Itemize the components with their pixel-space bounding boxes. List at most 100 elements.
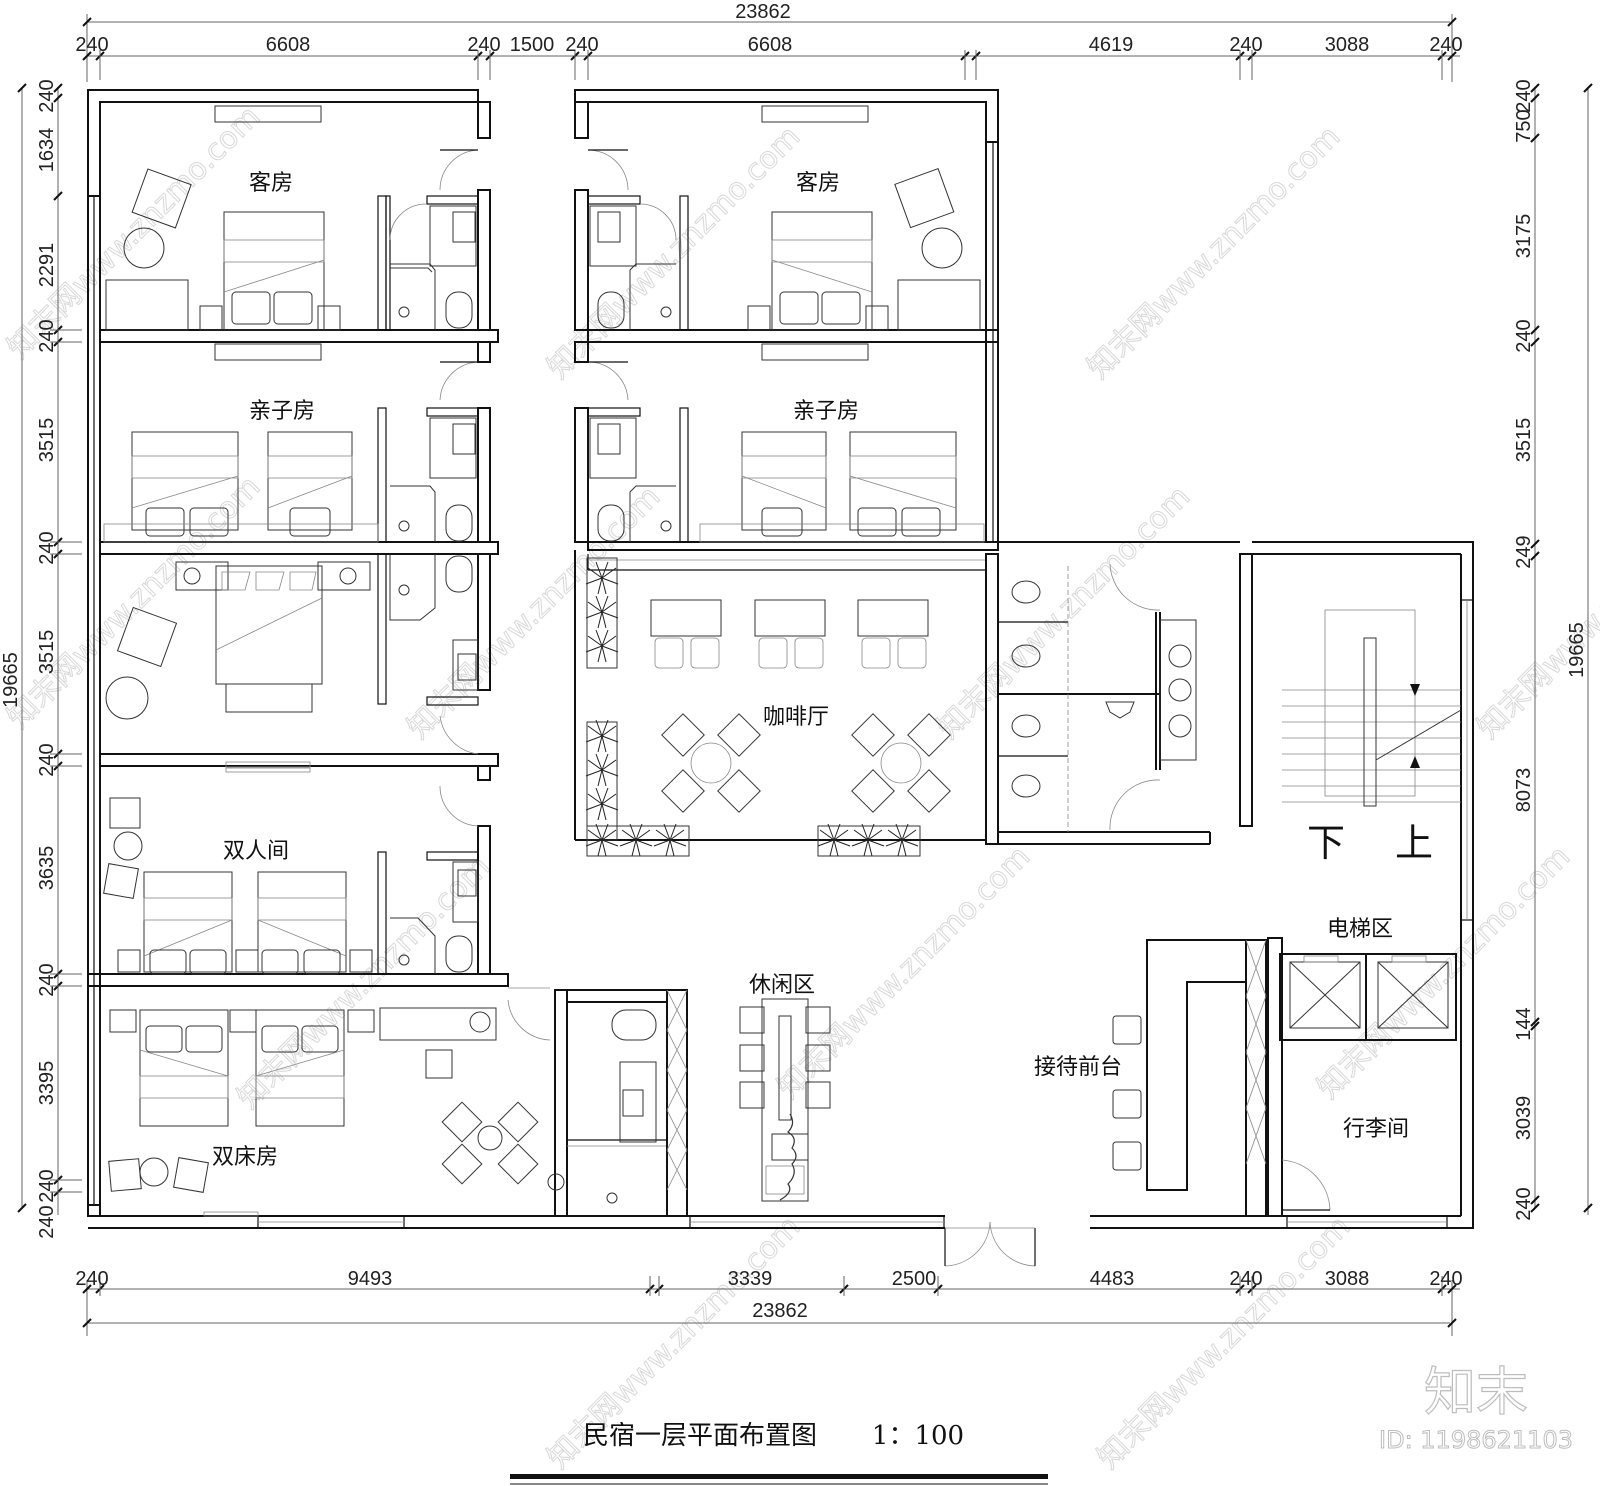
dim-right-2: 3175 xyxy=(1513,214,1535,259)
total-height-right: 19665 xyxy=(1566,622,1588,678)
watermark-text: 知末网www.znzmo.com xyxy=(541,119,807,385)
dim-top-7: 240 xyxy=(1229,34,1262,56)
bed-suite xyxy=(175,561,371,713)
label-luggage-room: 行李间 xyxy=(1343,1117,1409,1142)
label-family-room-right: 亲子房 xyxy=(793,399,859,424)
bottom-dimensions: 240 9493 3339 2500 4483 240 3088 240 238… xyxy=(75,1268,1463,1336)
dim-left-0: 240 xyxy=(36,79,58,112)
dim-top-1: 6608 xyxy=(266,34,311,56)
bathroom-suite xyxy=(377,553,479,706)
lobby-toilet xyxy=(606,1009,657,1204)
dim-right-9: 240 xyxy=(1513,1187,1535,1220)
dim-bottom-1: 9493 xyxy=(348,1268,393,1290)
dim-top-5: 6608 xyxy=(748,34,793,56)
label-guest-room-left: 客房 xyxy=(249,171,293,196)
dim-top-2: 240 xyxy=(467,34,500,56)
dim-left-1: 1634 xyxy=(36,128,58,173)
bathroom-fixtures xyxy=(377,195,689,1204)
label-lounge: 休闲区 xyxy=(749,973,815,998)
top-dimensions: 23862 240 6608 240 1500 240 6608 4619 24… xyxy=(75,1,1463,82)
brand-logo: 知末 xyxy=(1424,1363,1528,1423)
round-table-set xyxy=(851,713,951,813)
dim-top-8: 3088 xyxy=(1325,34,1370,56)
dim-bottom-5: 240 xyxy=(1229,1268,1262,1290)
dim-left-9: 240 xyxy=(36,963,58,996)
dim-left-12: 240 xyxy=(36,1205,58,1238)
planter xyxy=(585,557,921,857)
bathroom-guest-right xyxy=(587,195,689,331)
furniture xyxy=(103,105,985,1217)
beds-family-right xyxy=(699,431,985,543)
bathroom-family-left xyxy=(377,407,479,543)
watermark-text: 知末网www.znzmo.com xyxy=(1081,119,1347,385)
label-stair-up: 上 xyxy=(1395,821,1433,865)
logo-watermark: 知末 ID: 1198621103 xyxy=(1379,1362,1574,1454)
room-labels: 客房 客房 亲子房 亲子房 双人间 双床房 咖啡厅 休闲区 接待前台 电梯区 行… xyxy=(212,171,1433,1170)
dim-right-4: 3515 xyxy=(1513,418,1535,463)
interior-walls xyxy=(87,101,1283,1217)
reception-desk xyxy=(1112,939,1267,1217)
label-family-room-left: 亲子房 xyxy=(249,399,315,424)
dim-left-10: 3395 xyxy=(36,1061,58,1106)
exterior-walls xyxy=(87,89,1474,1229)
sofa xyxy=(105,279,189,331)
bathroom-double xyxy=(377,851,479,975)
dim-bottom-2: 3339 xyxy=(728,1268,773,1290)
dim-right-0: 240 xyxy=(1513,79,1535,112)
lounge-furniture xyxy=(666,989,831,1217)
dim-right-1: 750 xyxy=(1513,109,1535,142)
beds-double-room xyxy=(117,871,373,975)
dim-right-5: 249 xyxy=(1513,535,1535,568)
left-dimensions: 19665 240 1634 2291 240 3515 240 3515 24… xyxy=(0,79,82,1239)
dim-left-2: 2291 xyxy=(36,243,58,288)
total-width-bottom: 23862 xyxy=(752,1300,808,1322)
watermark-text: 知末网www.znzmo.com xyxy=(401,479,667,745)
dim-left-4: 3515 xyxy=(36,418,58,463)
dim-right-8: 3039 xyxy=(1513,1096,1535,1141)
label-reception: 接待前台 xyxy=(1034,1055,1122,1080)
watermark-text: 知末网www.znzmo.com xyxy=(931,479,1197,745)
dining-set-twin-room xyxy=(441,1101,565,1191)
dim-top-6: 4619 xyxy=(1089,34,1134,56)
bonsai-icon xyxy=(779,1113,797,1201)
dim-bottom-4: 4483 xyxy=(1090,1268,1135,1290)
dim-bottom-3: 2500 xyxy=(892,1268,937,1290)
dim-top-4: 240 xyxy=(565,34,598,56)
title-underline xyxy=(510,1474,1048,1479)
bed-guest-right xyxy=(747,211,889,331)
dim-bottom-0: 240 xyxy=(75,1268,108,1290)
beds-family-left xyxy=(103,431,379,543)
dim-bottom-6: 3088 xyxy=(1325,1268,1370,1290)
label-cafe: 咖啡厅 xyxy=(763,705,829,730)
dim-top-0: 240 xyxy=(75,34,108,56)
total-height-left: 19665 xyxy=(0,652,22,708)
dim-left-6: 3515 xyxy=(36,630,58,675)
label-stair-down: 下 xyxy=(1307,821,1345,865)
dim-left-8: 3635 xyxy=(36,846,58,891)
drawing-scale: 1：100 xyxy=(872,1421,964,1451)
elevators xyxy=(1279,953,1457,1041)
dim-left-5: 240 xyxy=(36,531,58,564)
bathroom-guest-left xyxy=(377,195,479,331)
right-dimensions: 19665 240 750 3175 240 3515 249 8073 144… xyxy=(1513,79,1593,1221)
drawing-title-block: 民宿一层平面布置图 1：100 xyxy=(510,1421,1048,1485)
bathroom-family-right xyxy=(587,407,689,543)
dim-right-6: 8073 xyxy=(1513,768,1535,813)
total-width-top: 23862 xyxy=(735,1,791,23)
image-id: ID: 1198621103 xyxy=(1379,1426,1573,1454)
cafe-furniture xyxy=(585,557,951,857)
dim-right-7: 144 xyxy=(1513,1007,1535,1040)
drawing-title: 民宿一层平面布置图 xyxy=(583,1421,817,1451)
dim-bottom-7: 240 xyxy=(1429,1268,1462,1290)
beds-twin-room xyxy=(109,1007,497,1127)
dim-left-11: 240 xyxy=(36,1169,58,1202)
watermark-text: 知末网www.znzmo.com xyxy=(1311,839,1577,1105)
dim-top-3: 1500 xyxy=(510,34,555,56)
dim-left-7: 240 xyxy=(36,743,58,776)
label-guest-room-right: 客房 xyxy=(796,171,840,196)
staircase xyxy=(1282,609,1462,807)
bed-guest-left xyxy=(199,211,341,331)
label-elevator-area: 电梯区 xyxy=(1327,917,1393,942)
public-toilets xyxy=(998,566,1197,832)
